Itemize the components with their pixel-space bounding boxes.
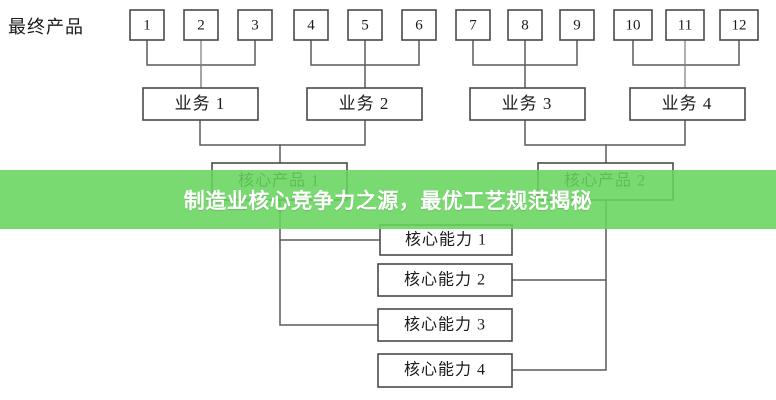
- final-product-label: 10: [626, 17, 641, 33]
- core-capability-box-4[interactable]: 核心能力 4: [377, 353, 513, 388]
- connectors-products-to-business: [146, 39, 740, 89]
- connector-biz12-bracket: [199, 119, 366, 146]
- business-label: 业务 2: [339, 94, 390, 113]
- core-capability-box-2[interactable]: 核心能力 2: [377, 263, 513, 297]
- final-product-box-1[interactable]: 1: [129, 9, 165, 41]
- final-product-label: 7: [469, 17, 477, 33]
- final-product-box-3[interactable]: 3: [237, 9, 273, 41]
- business-label: 业务 3: [502, 94, 553, 113]
- core-capability-box-3[interactable]: 核心能力 3: [377, 308, 513, 342]
- business-label: 业务 1: [175, 94, 226, 113]
- final-product-label: 6: [415, 17, 423, 33]
- final-product-label: 9: [573, 17, 581, 33]
- business-box-2[interactable]: 业务 2: [306, 87, 423, 121]
- final-product-box-9[interactable]: 9: [559, 9, 595, 41]
- core-capability-label: 核心能力 3: [404, 316, 486, 334]
- business-box-3[interactable]: 业务 3: [469, 87, 586, 121]
- final-product-box-7[interactable]: 7: [455, 9, 491, 41]
- final-product-box-10[interactable]: 10: [613, 9, 653, 41]
- core-capability-label: 核心能力 4: [404, 361, 486, 379]
- business-label: 业务 4: [662, 94, 713, 113]
- final-product-label: 12: [732, 17, 747, 33]
- final-product-row-label: 最终产品: [8, 17, 84, 37]
- core-capability-box-1[interactable]: 核心能力 1: [379, 224, 513, 256]
- overlay-banner: 制造业核心竞争力之源，最优工艺规范揭秘: [0, 170, 776, 229]
- connectors-business-to-core-product: [199, 119, 686, 164]
- final-product-row: 1 2 3 4 5 6 7: [129, 9, 759, 41]
- final-product-label: 5: [361, 17, 369, 33]
- connector-group-d-bracket: [632, 39, 740, 66]
- connector-biz34-bracket: [524, 119, 686, 146]
- core-capability-label: 核心能力 2: [404, 271, 486, 289]
- connector-right-rail-to-cap4: [511, 279, 607, 371]
- final-product-box-2[interactable]: 2: [183, 9, 219, 41]
- final-product-label: 1: [143, 17, 151, 33]
- final-product-label: 8: [521, 17, 529, 33]
- final-product-box-6[interactable]: 6: [401, 9, 437, 41]
- final-product-box-12[interactable]: 12: [719, 9, 759, 41]
- final-product-label: 4: [307, 17, 315, 33]
- final-product-label: 11: [678, 17, 692, 33]
- core-capability-column: 核心能力 1 核心能力 2 核心能力 3 核心能力 4: [377, 224, 513, 388]
- final-product-label: 2: [197, 17, 205, 33]
- business-box-4[interactable]: 业务 4: [629, 87, 746, 121]
- core-capability-label: 核心能力 1: [405, 231, 487, 249]
- business-row: 业务 1 业务 2 业务 3 业务 4: [142, 87, 746, 121]
- connector-left-rail-to-cap3: [279, 239, 379, 326]
- overlay-banner-text: 制造业核心竞争力之源，最优工艺规范揭秘: [183, 188, 593, 213]
- final-product-box-8[interactable]: 8: [507, 9, 543, 41]
- final-product-label: 3: [251, 17, 259, 33]
- business-box-1[interactable]: 业务 1: [142, 87, 259, 121]
- final-product-box-5[interactable]: 5: [347, 9, 383, 41]
- final-product-box-4[interactable]: 4: [293, 9, 329, 41]
- final-product-box-11[interactable]: 11: [665, 9, 705, 41]
